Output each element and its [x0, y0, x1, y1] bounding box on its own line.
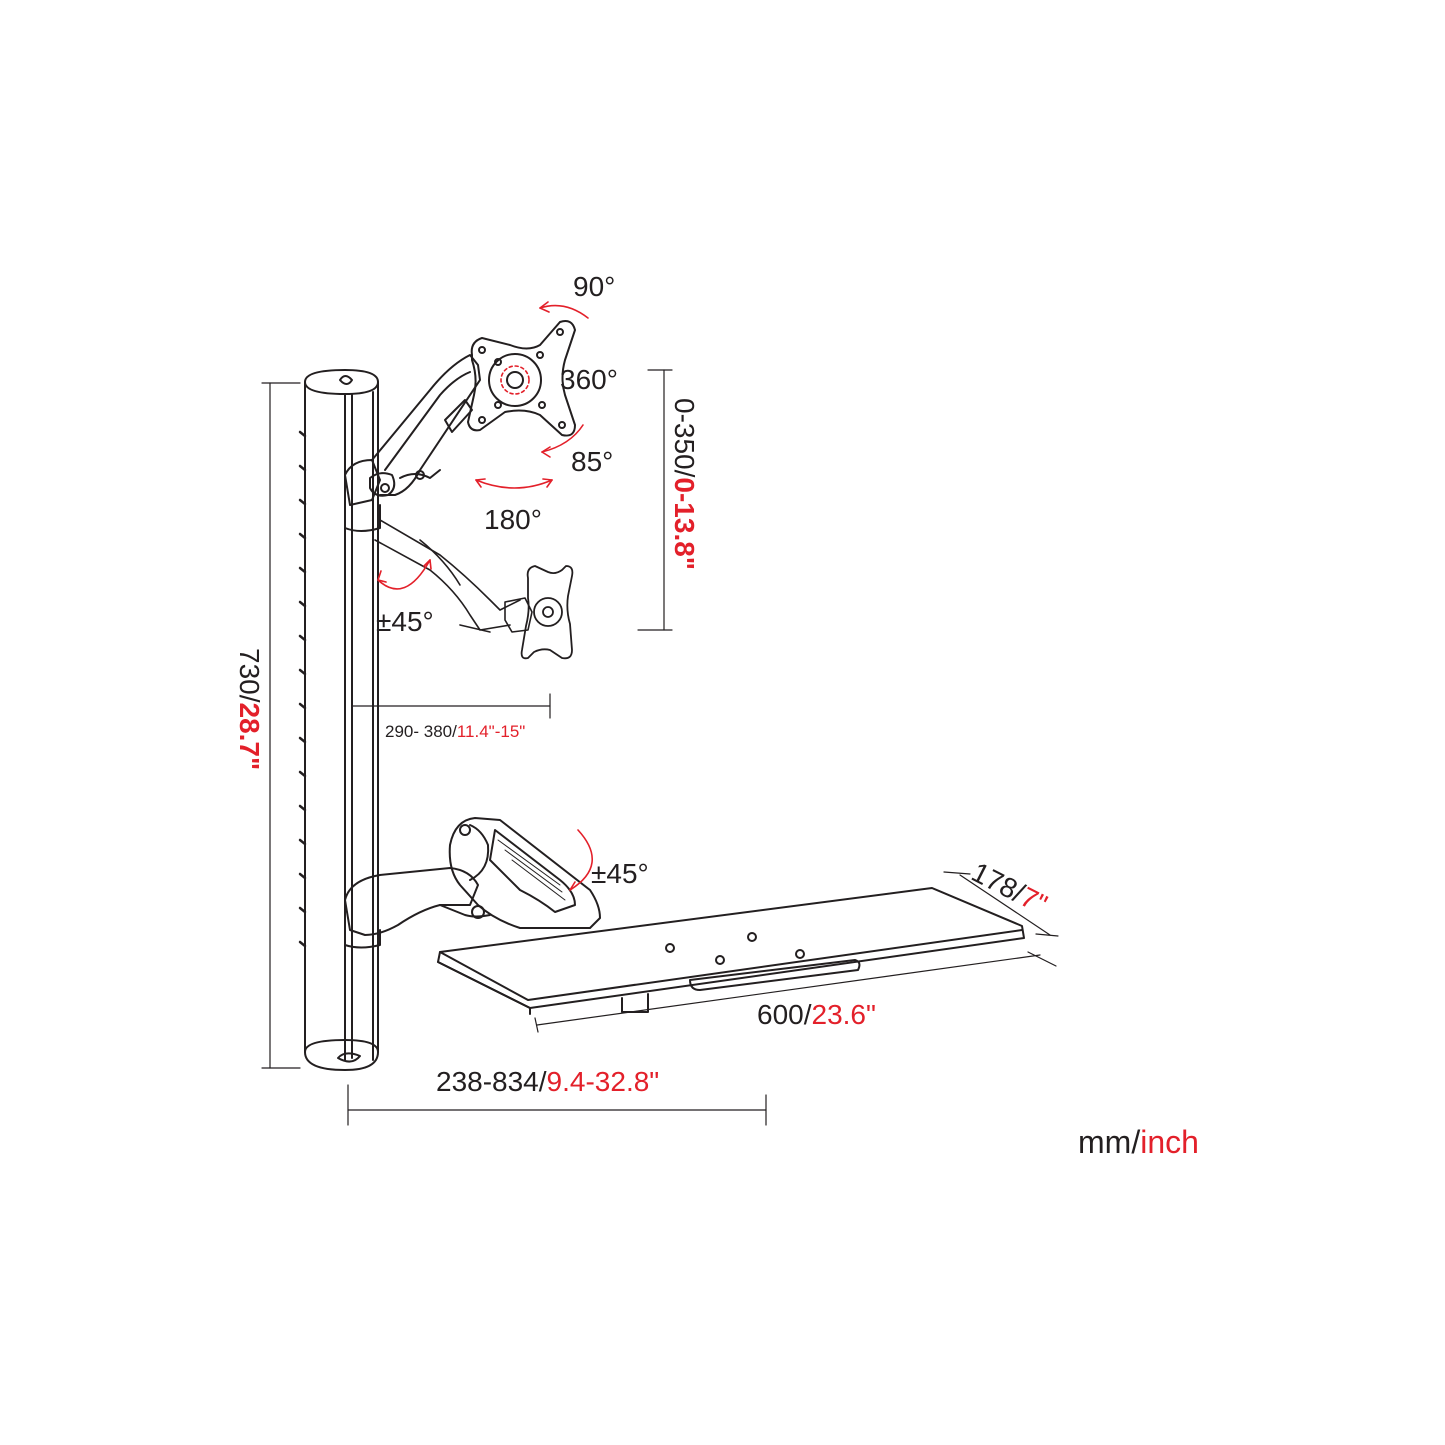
column-height-dimension: 730/28.7"	[234, 648, 265, 771]
column-slot-tick	[298, 872, 307, 880]
column-slot-tick	[298, 566, 307, 574]
keyboard-tray	[437, 887, 1025, 1015]
monitor-height-inch: 0-13.8"	[669, 477, 700, 571]
arm-rotation-upper-label: ±45°	[376, 606, 434, 637]
column-slot-tick	[298, 498, 307, 506]
monitor-height-dimension: 0-350/0-13.8"	[669, 398, 700, 571]
tilt-label: 85°	[571, 446, 614, 477]
column-height-inch: 28.7"	[234, 702, 265, 771]
tray-reach-dimension: 238-834/9.4-32.8"	[436, 1068, 659, 1096]
tray-width-inch: 23.6"	[811, 999, 876, 1030]
column-slot-tick	[298, 838, 307, 846]
column-slot-tick	[298, 736, 307, 744]
column-slot-tick	[298, 940, 307, 948]
tray-reach-inch: 9.4-32.8"	[546, 1066, 660, 1097]
vesa-plate-lower	[520, 565, 574, 660]
arm-rotation-lower-label: ±45°	[591, 858, 649, 889]
vertical-column	[304, 369, 379, 1071]
column-slot-tick	[298, 634, 307, 642]
column-slot-ticks	[298, 430, 307, 948]
column-slot-tick	[298, 702, 307, 710]
units-legend: mm/inch	[1078, 1126, 1199, 1158]
rotation-arrows	[377, 301, 593, 891]
units-imperial: inch	[1140, 1124, 1199, 1160]
tray-width-mm: 600/	[757, 999, 812, 1030]
column-slot-tick	[298, 464, 307, 472]
monitor-arm-upper	[344, 354, 481, 532]
keyboard-arm	[344, 817, 601, 949]
monitor-reach-dimension: 290- 380/11.4"-15"	[385, 723, 525, 740]
column-slot-tick	[298, 532, 307, 540]
column-slot-tick	[298, 906, 307, 914]
tray-reach-mm: 238-834/	[436, 1066, 547, 1097]
monitor-reach-inch: 11.4"-15"	[456, 722, 526, 741]
tray-width-dimension: 600/23.6"	[757, 1001, 876, 1029]
monitor-arm-lowered	[374, 519, 533, 633]
column-height-mm: 730/	[234, 648, 265, 703]
units-metric: mm/	[1078, 1124, 1141, 1160]
pan-label: 180°	[484, 504, 542, 535]
column-slot-tick	[298, 770, 307, 778]
column-slot-tick	[298, 600, 307, 608]
monitor-height-mm: 0-350/	[669, 398, 700, 478]
column-slot-tick	[298, 430, 307, 438]
column-slot-tick	[298, 804, 307, 812]
swivel-label: 360°	[560, 364, 618, 395]
monitor-reach-mm: 290- 380/	[385, 722, 457, 741]
vesa-plate-upper	[467, 320, 576, 437]
column-slot-tick	[298, 668, 307, 676]
portrait-rotation-label: 90°	[573, 271, 616, 302]
dimension-lines	[261, 369, 1059, 1126]
